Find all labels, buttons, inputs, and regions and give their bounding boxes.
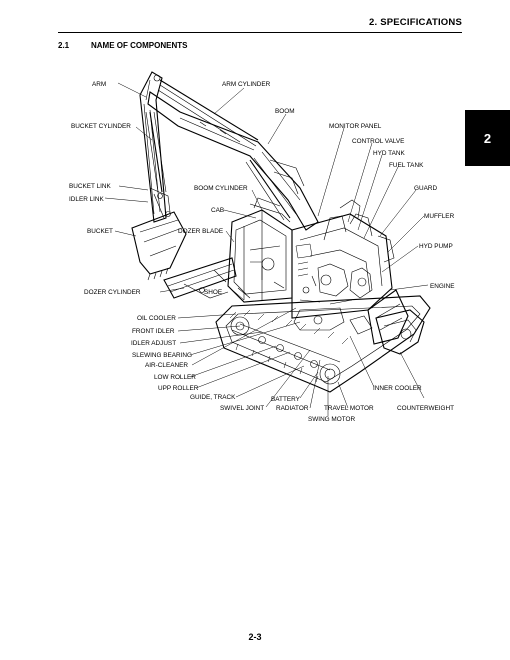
section-title: 2. SPECIFICATIONS (369, 17, 462, 28)
bucket-drawing (131, 211, 187, 281)
label-oil-cooler: OIL COOLER (137, 315, 176, 322)
label-inner-cooler: INNER COOLER (373, 385, 422, 392)
label-swivel-joint: SWIVEL JOINT (220, 405, 264, 412)
label-cab: CAB (211, 207, 224, 214)
component-labels: ARM ARM CYLINDER BOOM BUCKET CYLINDER MO… (69, 81, 455, 423)
label-monitor-panel: MONITOR PANEL (329, 123, 382, 130)
arm-drawing (139, 71, 167, 223)
subsection-title: NAME OF COMPONENTS (91, 41, 188, 50)
page-number: 2-3 (248, 632, 262, 642)
label-low-roller: LOW ROLLER (154, 374, 196, 381)
label-bucket-link: BUCKET LINK (69, 183, 112, 190)
label-idler-adjust: IDLER ADJUST (131, 340, 176, 347)
upper-structure-drawing (291, 199, 395, 319)
label-radiator: RADIATOR (276, 405, 309, 412)
label-guard: GUARD (414, 185, 437, 192)
chapter-tab: 2 (465, 110, 510, 166)
label-fuel-tank: FUEL TANK (389, 162, 424, 169)
excavator-illustration (131, 71, 431, 393)
label-muffler: MUFFLER (424, 213, 455, 220)
leader-lines (104, 82, 429, 416)
label-dozer-cylinder: DOZER CYLINDER (84, 289, 141, 296)
boom-cylinder-drawing (245, 157, 297, 221)
label-dozer-blade: DOZER BLADE (178, 228, 223, 235)
label-slewing-bearing: SLEWING BEARING (132, 352, 192, 359)
label-upp-roller: UPP ROLLER (158, 385, 199, 392)
label-front-idler: FRONT IDLER (132, 328, 175, 335)
rear-track-drawing (375, 309, 425, 355)
label-counterweight: COUNTERWEIGHT (397, 405, 454, 412)
bucket-cylinder-drawing (145, 111, 167, 193)
arm-cylinder-drawing (157, 79, 259, 147)
label-travel-motor: TRAVEL MOTOR (324, 405, 374, 412)
label-engine: ENGINE (430, 283, 455, 290)
label-arm-cylinder: ARM CYLINDER (222, 81, 271, 88)
bucket-link-drawing (149, 187, 171, 219)
label-idler-link: IDLER LINK (69, 196, 105, 203)
subsection-heading: 2.1 NAME OF COMPONENTS (58, 41, 187, 50)
label-control-valve: CONTROL VALVE (352, 138, 404, 145)
label-hyd-pump: HYD PUMP (419, 243, 453, 250)
label-arm: ARM (92, 81, 106, 88)
undercarriage-drawing (215, 295, 431, 393)
label-shoe: SHOE (204, 289, 222, 296)
label-battery: BATTERY (271, 396, 301, 403)
subsection-number: 2.1 (58, 41, 70, 50)
label-boom: BOOM (275, 108, 295, 115)
label-air-cleaner: AIR-CLEANER (145, 362, 188, 369)
label-hyd-tank: HYD TANK (373, 150, 405, 157)
label-bucket-cylinder: BUCKET CYLINDER (71, 123, 131, 130)
dozer-blade-drawing (163, 257, 237, 299)
boom-drawing (147, 91, 319, 231)
label-bucket: BUCKET (87, 228, 113, 235)
label-boom-cylinder: BOOM CYLINDER (194, 185, 248, 192)
label-guide-track: GUIDE, TRACK (190, 394, 236, 401)
label-swing-motor: SWING MOTOR (308, 416, 355, 423)
header-rule (58, 32, 462, 34)
